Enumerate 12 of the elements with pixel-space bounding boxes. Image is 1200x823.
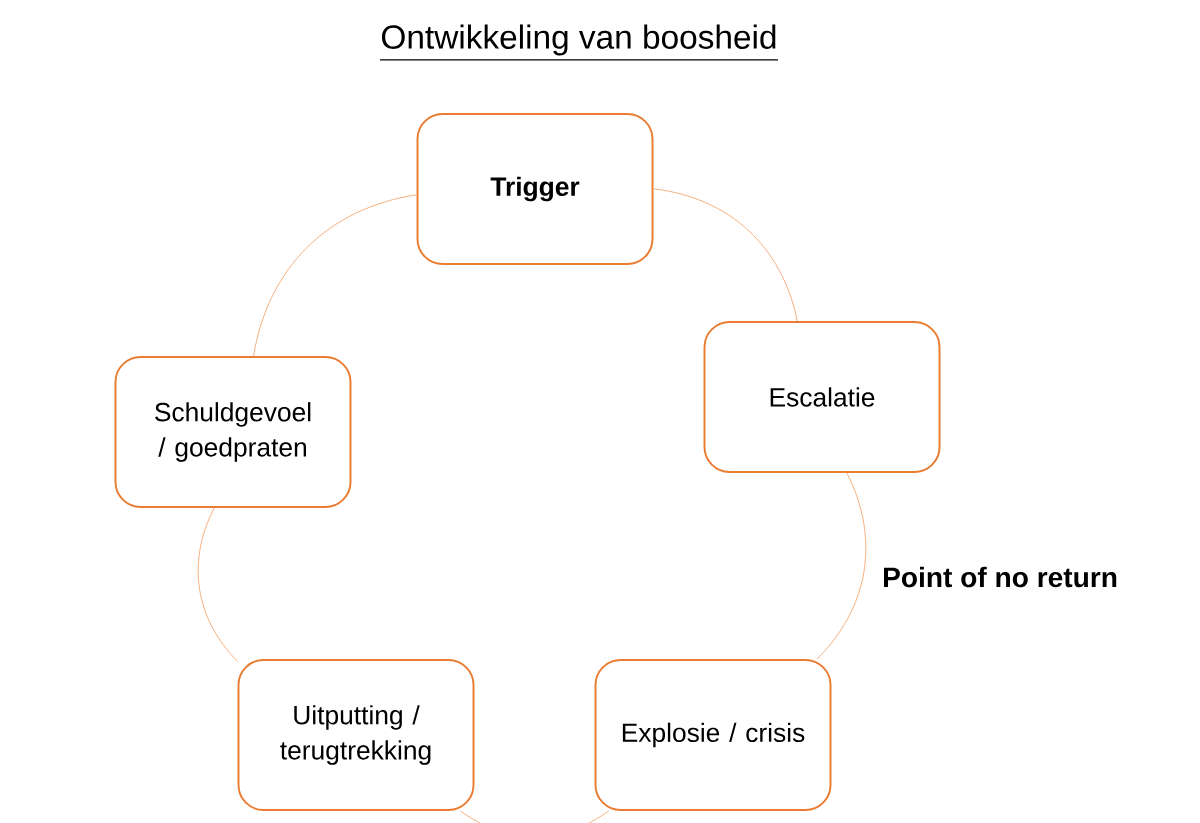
stage-box: Trigger [416,113,654,265]
stage-box: Explosie / crisis [594,659,832,811]
connector-arc [816,472,867,660]
connector-arc [197,507,238,662]
stage-box: Schuldgevoel / goedpraten [114,356,352,508]
connector-arc [459,810,610,823]
connector-arc [653,188,798,322]
connector-arc [253,194,417,357]
title: Ontwikkeling van boosheid [382,24,776,56]
stage-box: Escalatie [703,321,941,473]
stage-box: Uitputting / terugtrekking [237,659,475,811]
annotation: Point of no return [883,566,1117,588]
